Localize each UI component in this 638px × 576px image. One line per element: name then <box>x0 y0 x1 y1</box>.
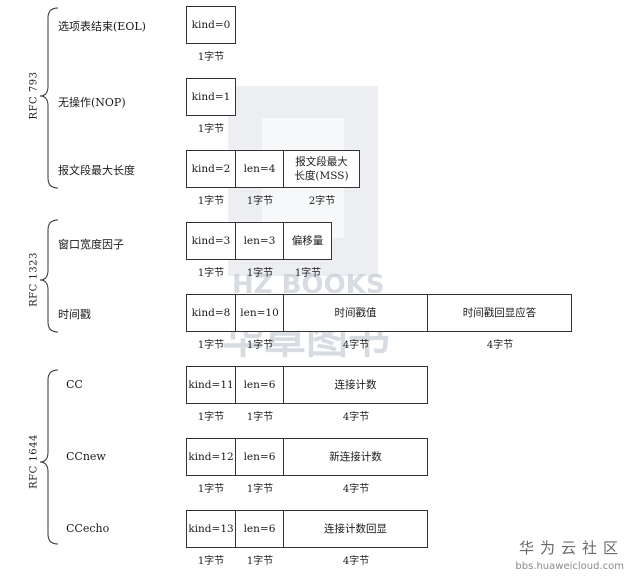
footer-site-name: 华为云社区 <box>518 539 624 557</box>
field-kind: kind=3 <box>186 222 236 260</box>
brace-rfc793 <box>39 7 59 189</box>
field-size: 2字节 <box>308 196 336 207</box>
option-name-timestamp: 时间戳 <box>58 308 91 321</box>
footer-site-url: bbs.huaweicloud.com <box>515 561 624 572</box>
field-size: 4字节 <box>342 556 370 567</box>
option-name-cc: CC <box>66 378 83 391</box>
field-value: 连接计数回显 <box>284 510 428 548</box>
field-value: 报文段最大长度(MSS) <box>284 150 360 188</box>
option-name-eol: 选项表结束(EOL) <box>58 20 146 33</box>
field-len: len=4 <box>236 150 284 188</box>
field-value: 偏移量 <box>284 222 332 260</box>
field-size: 1字节 <box>246 412 274 423</box>
field-size: 1字节 <box>246 484 274 495</box>
option-name-window-scale: 窗口宽度因子 <box>58 238 124 251</box>
rfc-label-1323: RFC 1323 <box>28 252 40 307</box>
field-size: 1字节 <box>197 196 225 207</box>
option-name-mss: 报文段最大长度 <box>58 164 135 177</box>
field-size: 4字节 <box>342 412 370 423</box>
field-size: 1字节 <box>197 340 225 351</box>
field-echo-reply: 时间戳回显应答 <box>428 294 572 332</box>
field-size: 1字节 <box>197 412 225 423</box>
brace-rfc1323 <box>39 219 59 333</box>
field-size: 4字节 <box>486 340 514 351</box>
field-size: 1字节 <box>246 340 274 351</box>
field-size: 1字节 <box>246 268 274 279</box>
field-size: 1字节 <box>197 484 225 495</box>
field-len: len=3 <box>236 222 284 260</box>
field-kind: kind=1 <box>186 78 236 116</box>
field-value: 时间戳值 <box>284 294 428 332</box>
brace-rfc1644 <box>39 369 59 545</box>
rfc-label-793: RFC 793 <box>28 71 40 120</box>
field-size: 4字节 <box>342 340 370 351</box>
field-len: len=6 <box>236 366 284 404</box>
field-kind: kind=8 <box>186 294 236 332</box>
field-size: 1字节 <box>197 124 225 135</box>
option-name-nop: 无操作(NOP) <box>58 96 126 109</box>
field-len: len=6 <box>236 438 284 476</box>
field-kind: kind=11 <box>186 366 236 404</box>
field-size: 1字节 <box>246 556 274 567</box>
field-len: len=10 <box>236 294 284 332</box>
field-kind: kind=12 <box>186 438 236 476</box>
field-kind: kind=13 <box>186 510 236 548</box>
field-kind: kind=2 <box>186 150 236 188</box>
rfc-label-1644: RFC 1644 <box>28 434 40 489</box>
field-size: 1字节 <box>197 556 225 567</box>
option-name-ccecho: CCecho <box>66 522 110 535</box>
field-value: 新连接计数 <box>284 438 428 476</box>
field-size: 1字节 <box>246 196 274 207</box>
field-size: 1字节 <box>197 268 225 279</box>
field-size: 4字节 <box>342 484 370 495</box>
field-size: 1字节 <box>294 268 322 279</box>
field-len: len=6 <box>236 510 284 548</box>
field-value: 连接计数 <box>284 366 428 404</box>
option-name-ccnew: CCnew <box>66 450 106 463</box>
field-size: 1字节 <box>197 52 225 63</box>
field-kind: kind=0 <box>186 6 236 44</box>
